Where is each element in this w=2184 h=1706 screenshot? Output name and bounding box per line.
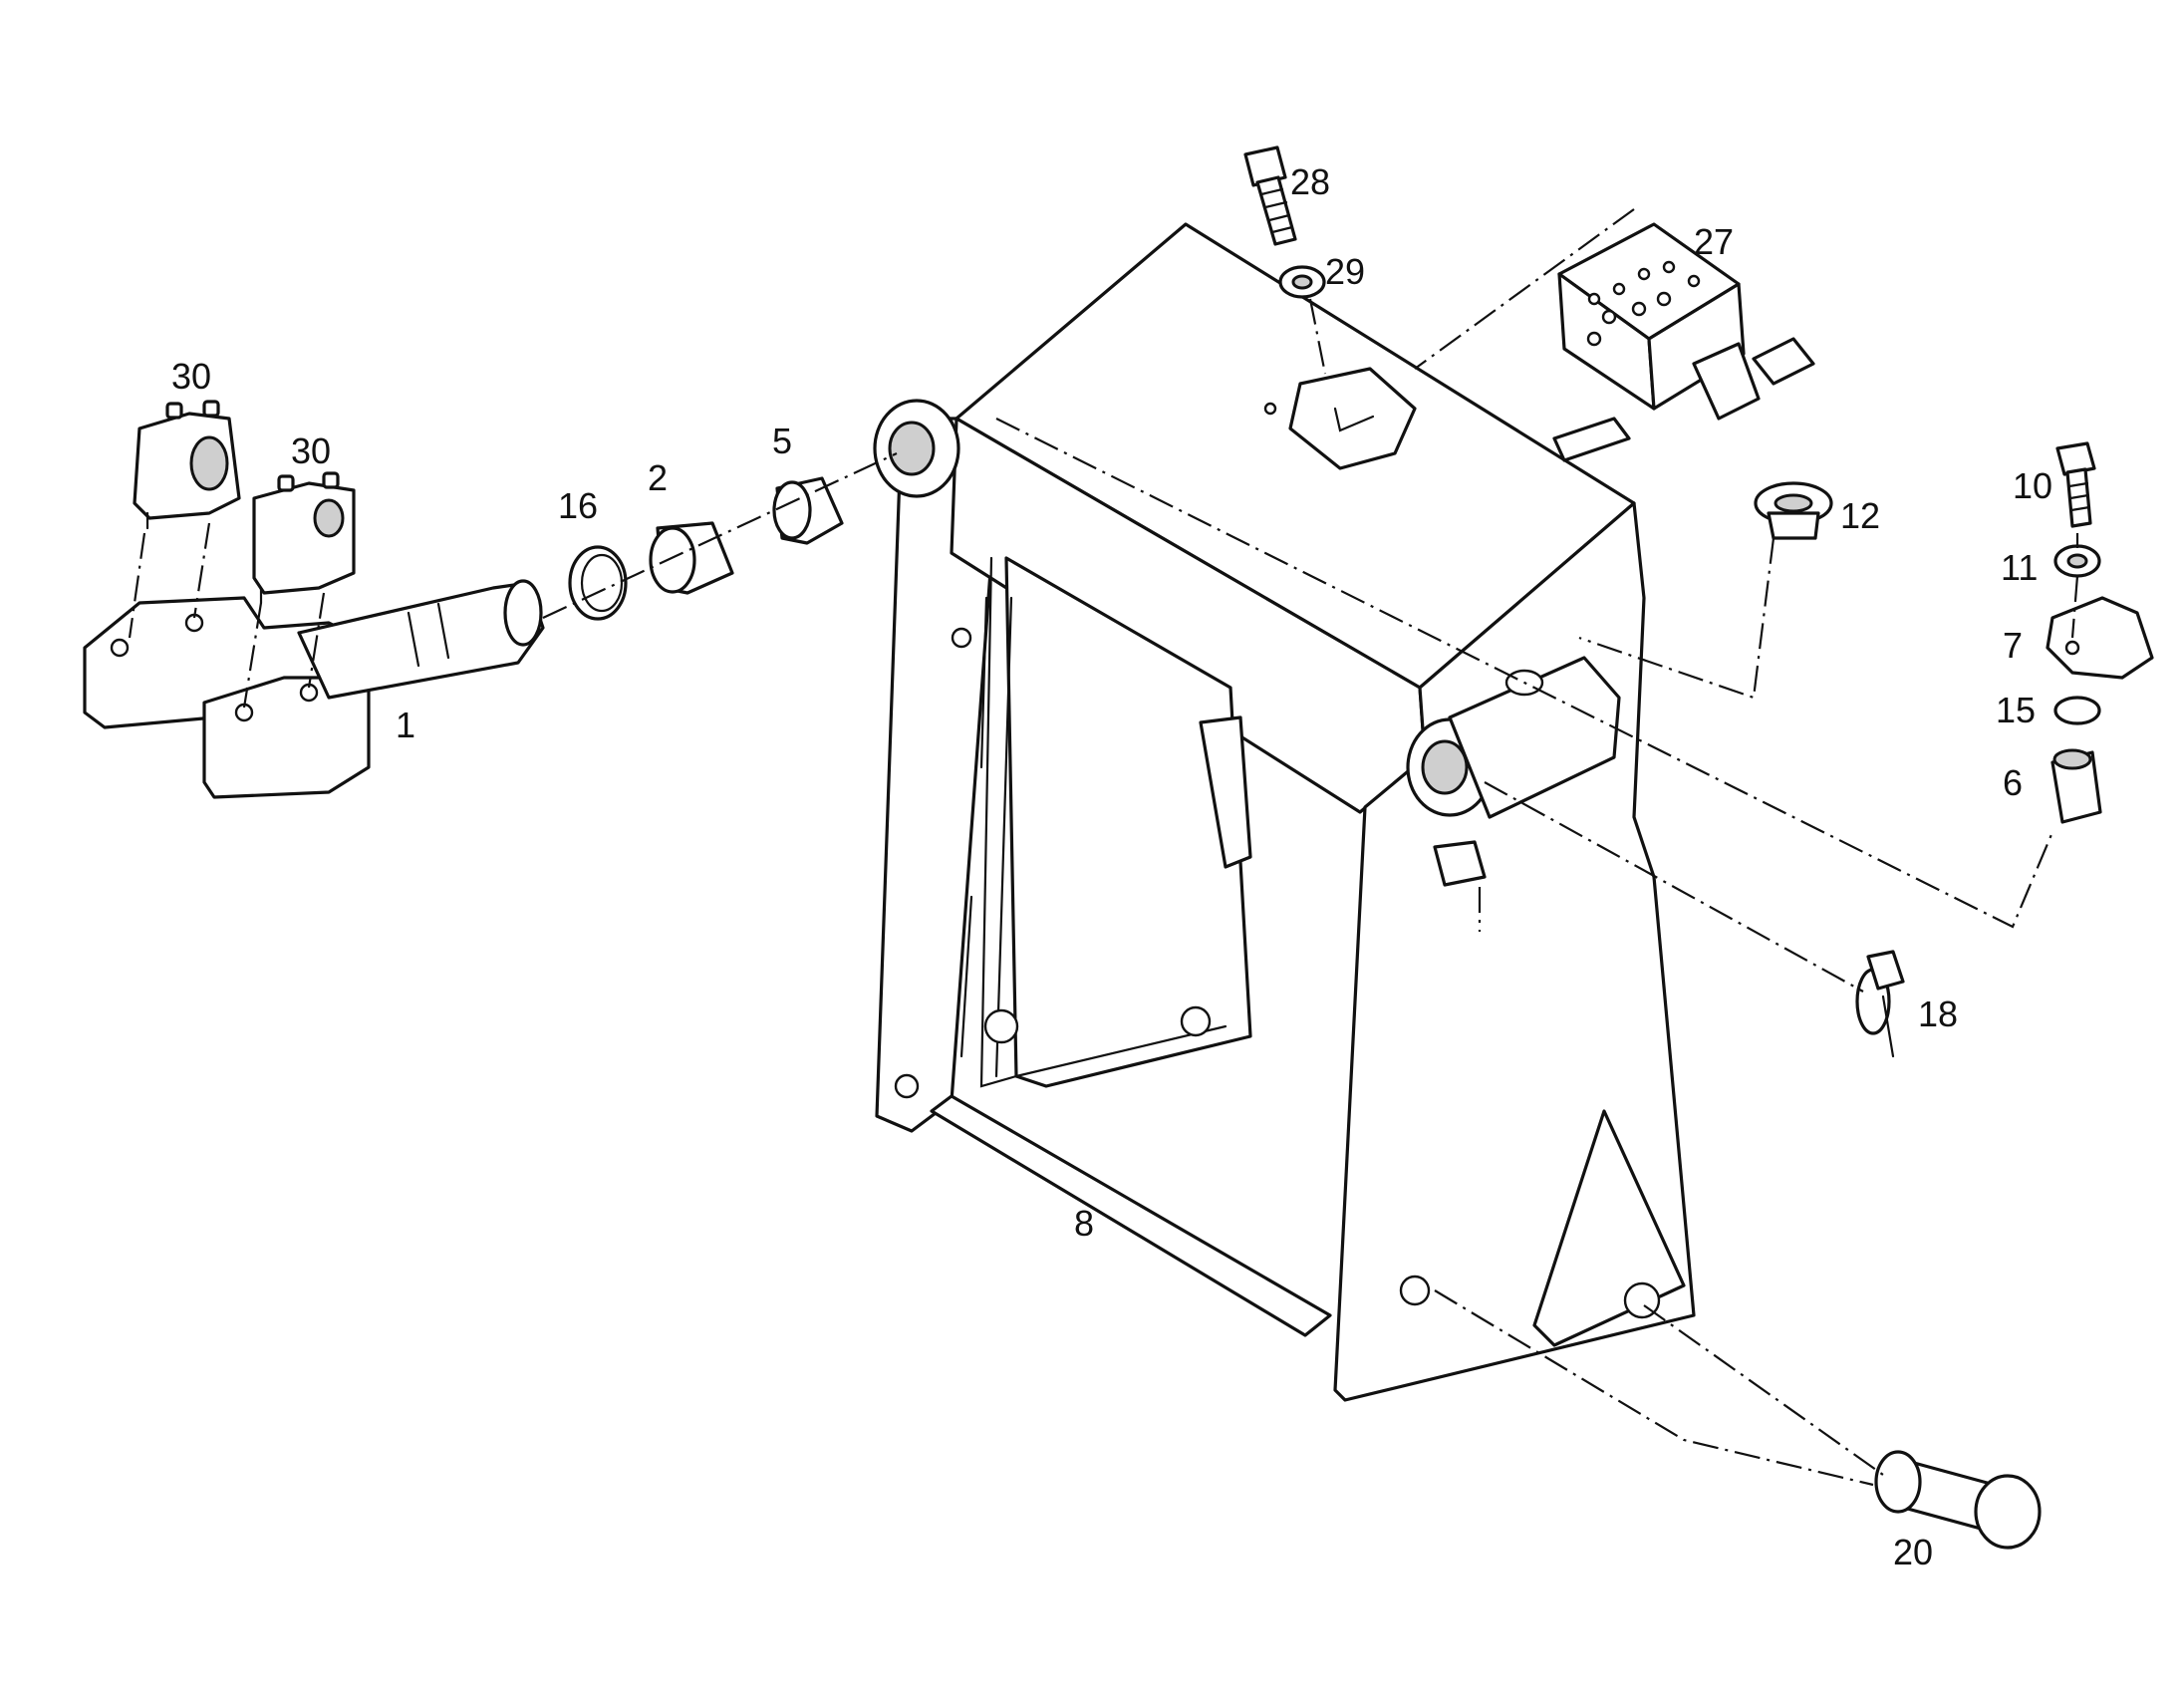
callout-10: 10 xyxy=(2013,465,2052,506)
callout-30-lower: 30 xyxy=(291,430,331,471)
callout-11: 11 xyxy=(2001,547,2038,588)
part-18-lynch-pin xyxy=(1855,950,1905,1058)
callout-29: 29 xyxy=(1325,251,1365,292)
callout-27: 27 xyxy=(1694,221,1734,262)
callout-30-upper: 30 xyxy=(171,356,211,397)
part-12-plug xyxy=(1754,481,1833,540)
callout-16: 16 xyxy=(558,485,598,526)
part-20-pin xyxy=(1874,1450,2042,1550)
callout-18: 18 xyxy=(1918,994,1958,1034)
part-27-valve-block xyxy=(1557,222,1815,421)
callout-5: 5 xyxy=(772,421,792,461)
callout-28: 28 xyxy=(1290,161,1330,202)
part-10-bolt xyxy=(2055,441,2096,528)
callout-20: 20 xyxy=(1893,1532,1933,1572)
callout-8: 8 xyxy=(1074,1203,1094,1244)
callout-2: 2 xyxy=(648,457,668,498)
part-5-bush xyxy=(772,476,844,545)
callout-15: 15 xyxy=(1996,690,2036,730)
part-28-bolt xyxy=(1243,145,1297,246)
callout-7: 7 xyxy=(2003,625,2023,666)
part-30-clamp-upper xyxy=(133,400,241,530)
callout-12: 12 xyxy=(1840,495,1880,536)
part-30-clamp-lower xyxy=(252,471,356,605)
part-29-washer xyxy=(1278,265,1326,299)
part-6-nipple xyxy=(2050,748,2102,824)
main-frame xyxy=(873,222,1696,1402)
callout-6: 6 xyxy=(2003,762,2023,803)
part-1-shaft-yoke xyxy=(83,579,545,799)
callout-1: 1 xyxy=(396,705,415,745)
part-11-washer xyxy=(2053,544,2101,578)
part-7-plate xyxy=(2046,596,2154,680)
part-2-bush xyxy=(649,521,734,595)
part-15-oring xyxy=(2053,696,2101,725)
part-16-ring xyxy=(568,545,628,621)
callout-labels: 30 30 1 16 2 5 28 29 27 12 10 11 7 15 6 … xyxy=(171,161,2052,1572)
leader-lines xyxy=(128,208,2079,1487)
